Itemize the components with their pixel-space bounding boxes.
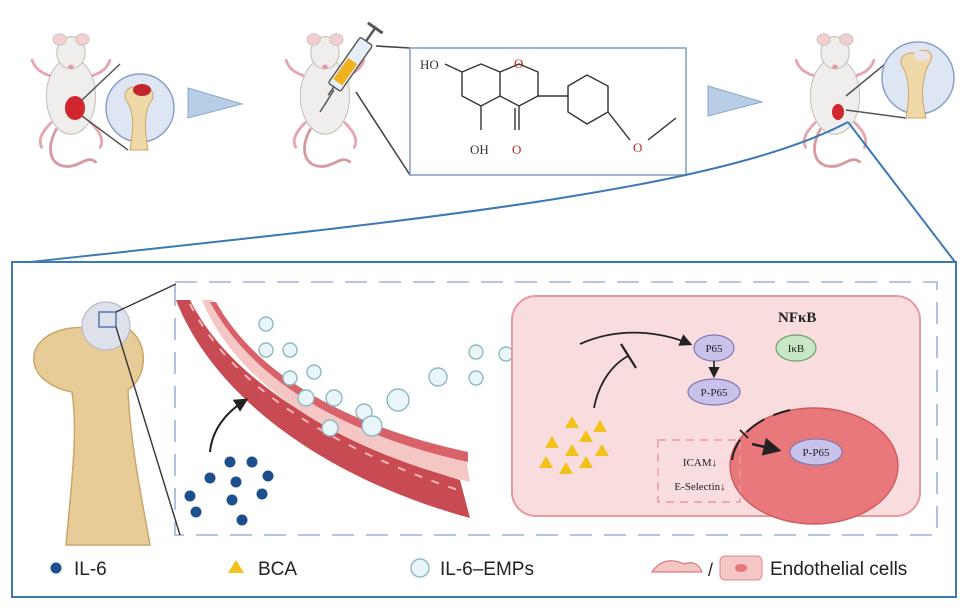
- zoom-curve: [29, 121, 849, 263]
- zoom-line: [115, 283, 177, 313]
- inflamed-joint-marker: [65, 96, 85, 120]
- nuclear-pp65-label: P-P65: [803, 447, 830, 459]
- hydroxyl-label: OH: [470, 142, 489, 157]
- hydroxyl-label: HO: [420, 57, 439, 72]
- carbonyl-oxygen-label: O: [512, 142, 521, 157]
- activation-arrow: [579, 331, 693, 346]
- ikb-protein: [775, 334, 817, 362]
- emp-legend-label: IL-6–EMPs: [440, 559, 534, 580]
- zoom-line: [81, 63, 121, 101]
- blood-vessel: [176, 300, 470, 518]
- recovered-rat-icon: [794, 32, 876, 168]
- femur-inset-healthy: [881, 41, 955, 119]
- flow-arrow-icon: [187, 87, 244, 119]
- bca-legend-label: BCA: [258, 559, 297, 580]
- nuclear-pp65-protein: [789, 438, 843, 466]
- il6-molecules: [184, 456, 274, 526]
- zoom-curve: [847, 121, 956, 263]
- zoom-line: [355, 91, 411, 176]
- legend-separator: /: [708, 560, 713, 580]
- translocation-arrow: [751, 437, 782, 456]
- zoom-line: [375, 45, 411, 49]
- syringe-icon: [319, 21, 384, 113]
- pp65-label: P-P65: [701, 387, 728, 399]
- icam-label: ICAM↓: [683, 457, 717, 469]
- zoom-line: [115, 326, 181, 536]
- endothelial-legend-label: Endothelial cells: [770, 559, 907, 580]
- adhesion-molecules-box: [657, 439, 741, 503]
- molecule-box: [409, 47, 687, 176]
- il6-legend-label: IL-6: [74, 559, 107, 580]
- uptake-arrow: [209, 398, 249, 453]
- eselectin-label: E-Selectin↓: [674, 481, 725, 493]
- emp-legend-icon: [410, 558, 430, 578]
- inhibition-line: [593, 355, 629, 409]
- inhibition-bar: [620, 343, 637, 369]
- p65-label: P65: [705, 343, 723, 355]
- biochanin-a-structure: [444, 63, 677, 141]
- flow-arrow-icon: [707, 85, 764, 117]
- zoom-line: [845, 109, 907, 119]
- il6-legend-icon: [50, 562, 62, 574]
- ring-oxygen-label: O: [514, 56, 523, 71]
- pathway-title: NFκB: [778, 310, 816, 326]
- joint-marker: [832, 104, 844, 120]
- pp65-protein: [687, 378, 741, 406]
- zoom-region: [174, 281, 938, 536]
- methoxy-oxygen-label: O: [633, 140, 642, 155]
- nuclear-envelope: [731, 409, 791, 461]
- zoom-line: [81, 115, 129, 151]
- ikb-label: IκB: [788, 343, 805, 355]
- bca-molecules: [539, 416, 609, 474]
- endothelial-cell-shape-icon: [651, 560, 703, 573]
- femur-bone: [33, 301, 151, 546]
- bca-legend-icon: [228, 560, 244, 573]
- zoom-line: [845, 59, 891, 97]
- femur-inset-lesion: [105, 73, 175, 151]
- nucleus: [729, 407, 899, 525]
- translocation-tick: [739, 429, 749, 439]
- endothelial-nucleus-icon: [735, 564, 747, 572]
